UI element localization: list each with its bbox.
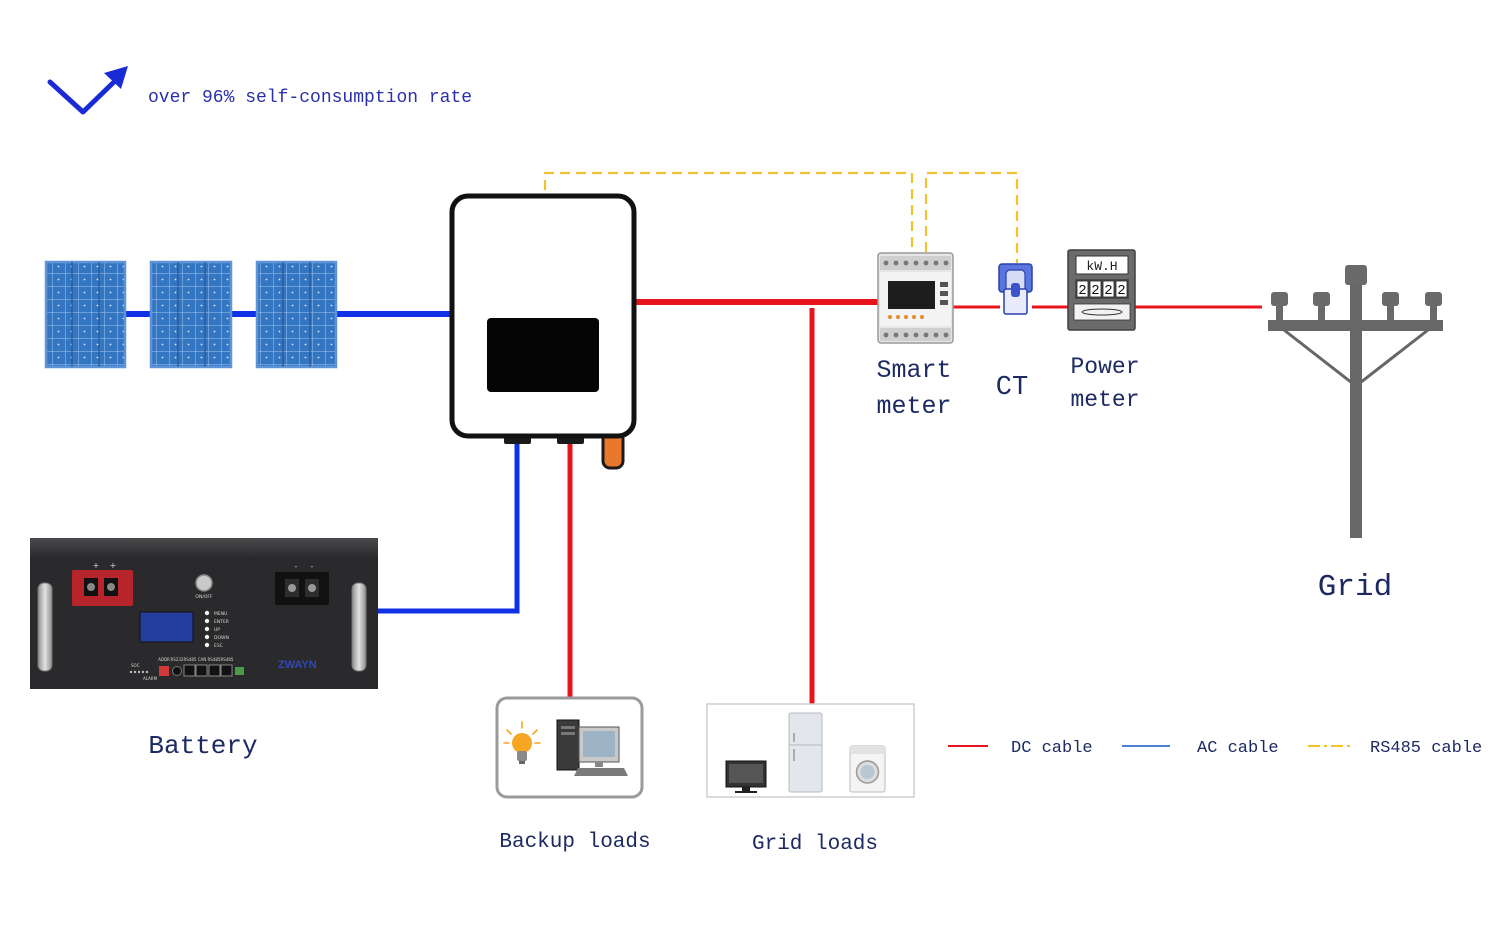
smart-meter-label: meter bbox=[876, 392, 951, 421]
battery-port-label: CAN bbox=[198, 657, 207, 662]
battery-port bbox=[208, 664, 221, 677]
battery-port bbox=[195, 664, 208, 677]
battery-addr-switch bbox=[159, 666, 169, 676]
negative-mark: - bbox=[311, 562, 314, 571]
battery-rs232-port bbox=[172, 666, 182, 676]
grid-loads-box bbox=[706, 703, 915, 798]
battery-negative-terminal bbox=[275, 572, 329, 605]
battery-dry-contact bbox=[235, 667, 244, 675]
battery-label: Battery bbox=[148, 731, 257, 761]
rs485-cable-smart-meter-ct bbox=[924, 171, 1019, 263]
battery-brand-logo: ZWAYN bbox=[278, 659, 317, 671]
smart-meter-label: Smart bbox=[876, 356, 951, 385]
battery-handle-left bbox=[37, 582, 53, 672]
grid-label: Grid bbox=[1318, 570, 1392, 605]
desktop-computer-icon bbox=[556, 719, 628, 776]
solar-panel-icon bbox=[149, 260, 233, 369]
negative-mark: - bbox=[295, 562, 298, 571]
cable-battery-to-inverter bbox=[378, 444, 520, 614]
solar-array bbox=[44, 260, 338, 369]
positive-mark: + bbox=[110, 561, 117, 570]
check-arrow-icon bbox=[47, 66, 128, 115]
battery-port-label: RS485 bbox=[208, 657, 221, 662]
battery-button-label: ON/OFF bbox=[195, 594, 213, 600]
battery-port-label: RS485 bbox=[184, 657, 197, 662]
backup-loads-box bbox=[495, 696, 644, 799]
battery-port-label: RS485 bbox=[221, 657, 234, 662]
rs485-cable-inverter-smart-meter bbox=[543, 171, 914, 252]
battery-port bbox=[220, 664, 233, 677]
power-meter-digit: 2 bbox=[1117, 283, 1125, 299]
inverter-body bbox=[449, 193, 637, 439]
power-meter-digit: 2 bbox=[1104, 283, 1112, 299]
battery-handle-right bbox=[351, 582, 367, 672]
washing-machine-icon bbox=[849, 745, 886, 793]
ct-label: CT bbox=[996, 373, 1028, 403]
battery-key-label: ENTER bbox=[214, 619, 229, 625]
smart-meter-display bbox=[888, 281, 935, 309]
legend-label: DC cable bbox=[1011, 739, 1093, 758]
power-meter-label: Power bbox=[1070, 354, 1139, 380]
legend-item-rs485-cable: RS485 cable bbox=[1308, 739, 1482, 758]
battery-power-button bbox=[195, 574, 213, 592]
legend-label: RS485 cable bbox=[1370, 739, 1482, 758]
battery-indicator-label: SOC bbox=[131, 663, 140, 668]
legend-item-ac-cable: AC cable bbox=[1122, 739, 1279, 758]
refrigerator-icon bbox=[788, 712, 823, 793]
positive-mark: + bbox=[93, 561, 100, 570]
battery-key-label: UP bbox=[214, 627, 220, 633]
inverter-screen bbox=[487, 318, 599, 392]
solar-panel-icon bbox=[44, 260, 127, 369]
power-meter-digit: 2 bbox=[1078, 283, 1086, 299]
ct-clamp-icon bbox=[998, 263, 1033, 315]
battery-key-label: DOWN bbox=[214, 635, 229, 641]
rack-battery-icon: + + - - ON/OFF MENU ENTER UP DOWN ESC AD… bbox=[30, 538, 378, 689]
utility-pole-icon bbox=[1268, 265, 1443, 538]
battery-key-label: MENU bbox=[214, 611, 227, 617]
solar-panel-icon bbox=[255, 260, 338, 369]
backup-loads-label: Backup loads bbox=[499, 831, 650, 854]
battery-port bbox=[183, 664, 196, 677]
legend: DC cable AC cable RS485 cable bbox=[948, 739, 1482, 758]
headline-text: over 96% self-consumption rate bbox=[148, 88, 472, 108]
power-meter-unit: kW.H bbox=[1086, 259, 1117, 274]
battery-indicator-label: ALARM bbox=[143, 676, 158, 681]
grid-loads-label: Grid loads bbox=[752, 833, 878, 856]
hybrid-inverter-icon bbox=[449, 193, 637, 470]
television-icon bbox=[725, 760, 767, 793]
energy-meter-icon: kW.H 2 2 2 2 bbox=[1067, 249, 1136, 331]
battery-port-label: ADDR bbox=[158, 657, 170, 662]
legend-label: AC cable bbox=[1197, 739, 1279, 758]
battery-port-label: RS232 bbox=[171, 657, 184, 662]
battery-display bbox=[139, 611, 194, 643]
battery-key-label: ESC bbox=[214, 643, 223, 649]
smart-meter-icon bbox=[877, 252, 954, 344]
headline: over 96% self-consumption rate bbox=[47, 66, 472, 115]
light-bulb-icon bbox=[503, 721, 541, 764]
battery-positive-terminal bbox=[72, 570, 133, 606]
legend-item-dc-cable: DC cable bbox=[948, 739, 1093, 758]
power-meter-label: meter bbox=[1070, 387, 1139, 413]
power-meter-digit: 2 bbox=[1091, 283, 1099, 299]
